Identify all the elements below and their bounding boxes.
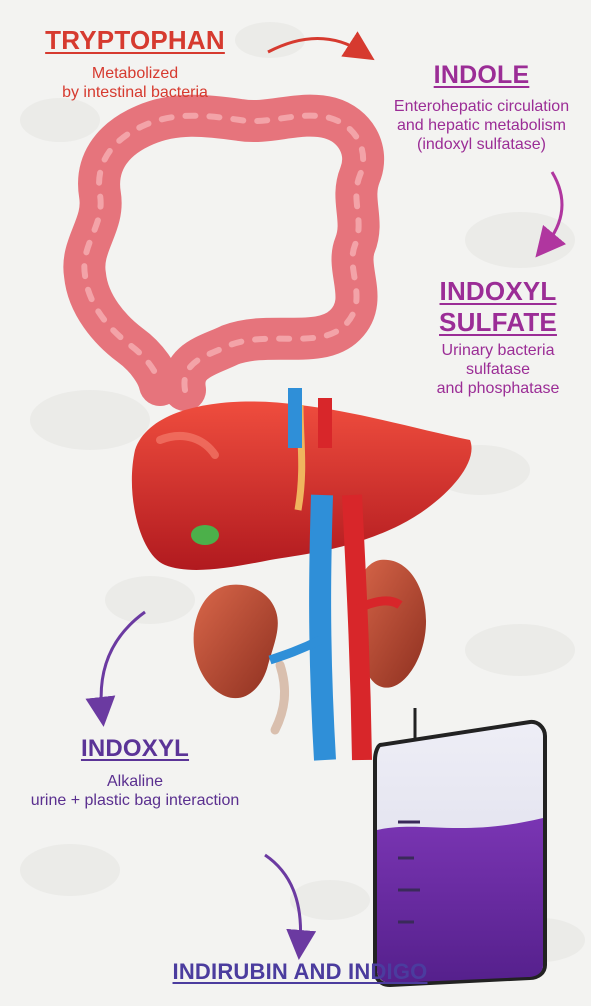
tryptophan-desc-line: by intestinal bacteria — [20, 83, 250, 102]
indoxyl-sulfate-label: INDOXYL SULFATE Urinary bacteria sulfata… — [405, 276, 591, 399]
indole-description: Enterohepatic circulation and hepatic me… — [372, 98, 591, 155]
tryptophan-desc-line: Metabolized — [20, 64, 250, 83]
indole-title: INDOLE — [372, 62, 591, 89]
indole-desc-line: and hepatic metabolism — [372, 117, 591, 136]
indoxyl-sulfate-title-line: SULFATE — [405, 307, 591, 338]
indoxyl-label: INDOXYL Alkaline urine + plastic bag int… — [0, 736, 270, 810]
indole-desc-line: Enterohepatic circulation — [372, 98, 591, 117]
curved-arrow — [265, 855, 301, 945]
curved-arrow — [101, 612, 145, 712]
indirubin-indigo-title: INDIRUBIN AND INDIGO — [90, 960, 510, 984]
indoxyl-sulfate-title: INDOXYL SULFATE — [405, 276, 591, 338]
indoxyl-sulfate-desc-line: and phosphatase — [405, 380, 591, 399]
indole-desc-line: (indoxyl sulfatase) — [372, 136, 591, 155]
curved-arrow — [545, 172, 562, 246]
tryptophan-title: TRYPTOPHAN — [20, 26, 250, 54]
indoxyl-description: Alkaline urine + plastic bag interaction — [0, 772, 270, 810]
indirubin-indigo-label: INDIRUBIN AND INDIGO — [90, 960, 510, 984]
tryptophan-description: Metabolized by intestinal bacteria — [20, 64, 250, 102]
indole-label: INDOLE Enterohepatic circulation and hep… — [372, 62, 591, 155]
urine-bag-illustration — [375, 708, 545, 985]
indoxyl-sulfate-title-line: INDOXYL — [405, 276, 591, 307]
colon-illustration — [84, 116, 363, 399]
indoxyl-sulfate-description: Urinary bacteria sulfatase and phosphata… — [405, 342, 591, 399]
tryptophan-label: TRYPTOPHAN Metabolized by intestinal bac… — [20, 26, 250, 102]
indoxyl-title: INDOXYL — [0, 736, 270, 762]
indoxyl-desc-line: urine + plastic bag interaction — [0, 791, 270, 810]
curved-arrow — [268, 39, 362, 53]
indoxyl-desc-line: Alkaline — [0, 772, 270, 791]
indoxyl-sulfate-desc-line: Urinary bacteria — [405, 342, 591, 361]
indoxyl-sulfate-desc-line: sulfatase — [405, 361, 591, 380]
